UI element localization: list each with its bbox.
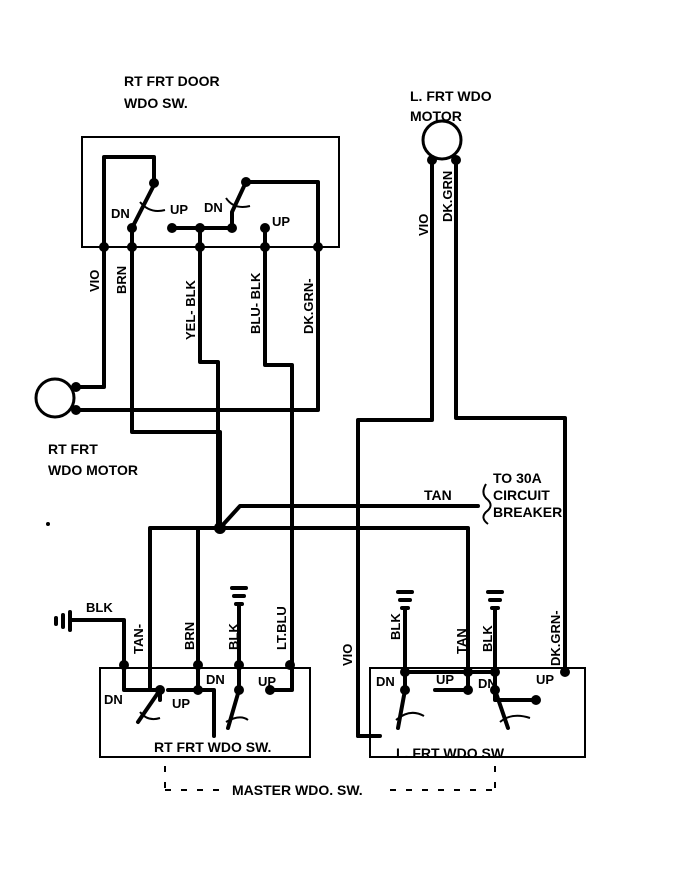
wire-label-lt-blu: LT.BLU [274, 606, 289, 650]
ground-left: BLK [54, 600, 126, 670]
l-master-switch-housing [369, 667, 586, 758]
l-master-dn-label-1: DN [376, 674, 395, 689]
arrow-icon [225, 716, 249, 723]
l-master-switch: VIO BLK TAN BLK DK.GRN- DN [340, 590, 586, 761]
breaker-label-line3: BREAKER [493, 504, 562, 520]
master-switch-group: MASTER WDO. SW. [164, 766, 496, 798]
rt-master-dn-label-2: DN [206, 672, 225, 687]
rt-door-up-label-1: UP [170, 202, 188, 217]
motor-icon [421, 119, 463, 161]
arrow-icon [499, 714, 531, 723]
rt-master-up-label-1: UP [172, 696, 190, 711]
l-motor-label-line2: MOTOR [410, 108, 462, 124]
breaker-label-line1: TO 30A [493, 470, 542, 486]
wire-label-tan: TAN [424, 487, 452, 503]
rt-master-up-label-2: UP [258, 674, 276, 689]
rt-master-switch-housing [99, 667, 311, 758]
l-master-dn-label-2: DN [478, 676, 497, 691]
rt-frt-door-switch: RT FRT DOOR WDO SW. DN UP DN UP [81, 73, 340, 252]
break-icon [482, 483, 492, 525]
l-master-up-label-1: UP [436, 672, 454, 687]
wire-label-tan-master: TAN- [131, 624, 146, 654]
wire-label-vio-l: VIO [416, 214, 431, 236]
arrow-icon [395, 711, 425, 721]
wire-label-tan-l: TAN [454, 628, 469, 654]
wire-label-blk-l2: BLK [480, 625, 495, 652]
rt-master-dn-label-1: DN [104, 692, 123, 707]
wire-label-blu-blk: BLU- BLK [248, 272, 263, 334]
tan-bus: TAN TO 30A CIRCUIT BREAKER [148, 470, 562, 674]
l-motor-label-line1: L. FRT WDO [410, 88, 492, 104]
rt-door-switch-housing [81, 136, 340, 248]
rt-motor-label-line1: RT FRT [48, 441, 98, 457]
l-master-up-label-2: UP [536, 672, 554, 687]
wire-label-dk-grn-l: DK.GRN [440, 171, 455, 222]
wire-label-vio: VIO [87, 270, 102, 292]
rt-door-up-label-2: UP [272, 214, 290, 229]
wire-label-brn: BRN [114, 266, 129, 294]
rt-master-switch-label: RT FRT WDO SW. [154, 739, 271, 755]
rt-door-dn-label-2: DN [204, 200, 223, 215]
rt-frt-motor: RT FRT WDO MOTOR [34, 377, 138, 478]
arrow-icon [225, 197, 251, 208]
wire-label-brn-master: BRN [182, 622, 197, 650]
breaker-label-line2: CIRCUIT [493, 487, 550, 503]
wire-label-yel-blk: YEL- BLK [183, 279, 198, 340]
rt-door-wiring [74, 245, 320, 667]
l-master-switch-label: L. FRT WDO SW [396, 745, 505, 761]
l-frt-motor: L. FRT WDO MOTOR VIO DK.GRN [356, 88, 567, 738]
rt-motor-label-line2: WDO MOTOR [48, 462, 138, 478]
rt-master-switch: TAN- BRN BLK LT.BLU DN UP DN UP [99, 526, 311, 758]
wire-label-dk-grn: DK.GRN- [301, 278, 316, 334]
switch-contact-icon [226, 688, 241, 730]
rt-door-switch-title-line1: RT FRT DOOR [124, 73, 220, 89]
arrow-icon [139, 201, 166, 212]
wire-label-dk-grn-master: DK.GRN- [548, 610, 563, 666]
wire-label-blk-l1: BLK [388, 613, 403, 640]
switch-contact-icon [396, 688, 407, 730]
switch-contact-icon [493, 688, 510, 730]
arrow-icon [139, 711, 161, 721]
wire-label-vio-master: VIO [340, 644, 355, 666]
rt-door-switch-title-line2: WDO SW. [124, 95, 188, 111]
master-switch-label: MASTER WDO. SW. [232, 782, 363, 798]
switch-contact-icon [136, 688, 162, 724]
wire-label-blk-ground: BLK [86, 600, 113, 615]
motor-icon [34, 377, 76, 419]
rt-door-dn-label-1: DN [111, 206, 130, 221]
